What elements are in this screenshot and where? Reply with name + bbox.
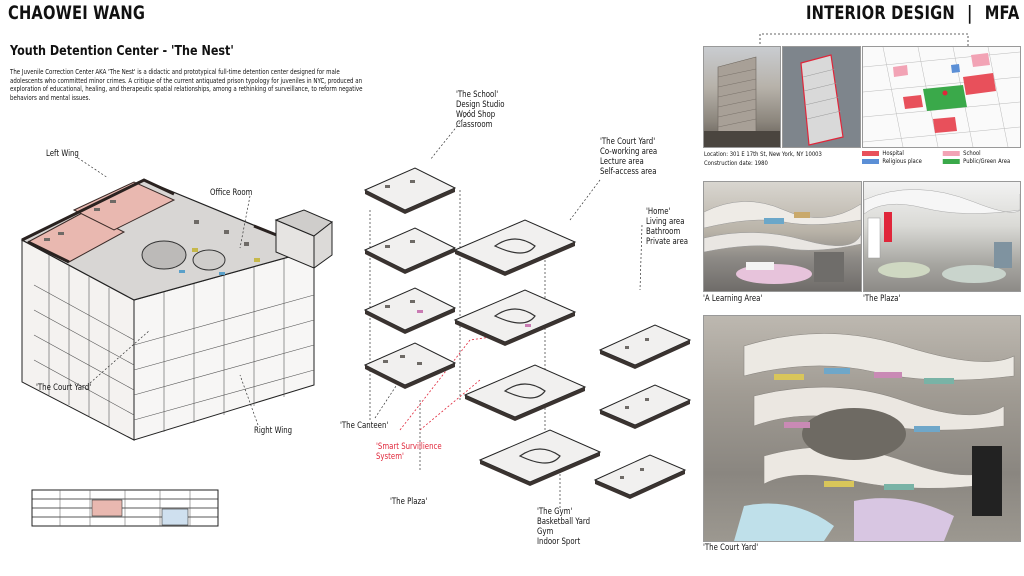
label-court-yard-exploded: 'The Court Yard' Co-working area Lecture… (600, 137, 657, 177)
site-map (862, 46, 1021, 148)
aerial-photo-graphic (783, 47, 860, 147)
gym-item: Gym (537, 527, 554, 537)
site-map-graphic (863, 47, 1020, 147)
plaza-graphic (864, 189, 1020, 283)
legend-item: Religious place (862, 158, 943, 166)
map-legend: Hospital School Religious place Public/G… (862, 150, 1010, 166)
gym-item: Basketball Yard (537, 517, 591, 527)
school-item: Design Studio (456, 100, 505, 110)
label-school: 'The School' Design Studio Wood Shop Cla… (456, 90, 504, 130)
site-connector (759, 33, 969, 48)
label-home: 'Home' Living area Bathroom Private area (646, 207, 688, 247)
court-yard-item: Lecture area (600, 157, 644, 167)
gym-item: Indoor Sport (537, 537, 581, 547)
site-construction-date: Construction date: 1980 (704, 160, 768, 167)
label-court-yard-axon: 'The Court Yard' (36, 383, 92, 393)
program-heading: INTERIOR DESIGN | MFA 2021 (806, 2, 1024, 24)
building-photo-graphic (704, 56, 780, 147)
court-yard-title: 'The Court Yard' (600, 137, 656, 147)
project-description: The Juvenile Correction Center AKA 'The … (10, 68, 363, 102)
caption-learning-area: 'A Learning Area' (703, 294, 763, 304)
label-plaza-exploded: 'The Plaza' (390, 497, 428, 507)
author-name: CHAOWEI WANG (8, 2, 146, 24)
site-photo-aerial (782, 46, 861, 148)
gym-title: 'The Gym' (537, 507, 573, 517)
legend-label: Public/Green Area (963, 158, 1011, 165)
court-yard-item: Co-working area (600, 147, 658, 157)
school-item: Classroom (456, 120, 493, 130)
home-item: Private area (646, 237, 689, 247)
home-item: Living area (646, 217, 685, 227)
school-title: 'The School' (456, 90, 499, 100)
render-plaza (863, 181, 1021, 292)
learning-area-graphic (704, 201, 861, 284)
legend-item: Hospital (862, 150, 943, 158)
caption-court-yard: 'The Court Yard' (703, 543, 759, 553)
render-learning-area (703, 181, 862, 292)
label-left-wing: Left Wing (46, 149, 79, 159)
program-name: INTERIOR DESIGN (806, 2, 955, 24)
legend-label: Hospital (882, 150, 904, 157)
legend-label: Religious place (882, 158, 922, 165)
legend-label: School (963, 150, 981, 157)
hospital-swatch (862, 150, 879, 156)
caption-plaza: 'The Plaza' (863, 294, 901, 304)
legend-item: School (942, 150, 1024, 158)
surveillance-line: 'Smart Survillience (376, 442, 442, 452)
label-right-wing: Right Wing (254, 426, 293, 436)
label-canteen: 'The Canteen' (340, 421, 389, 431)
school-swatch (942, 150, 960, 156)
header-separator: | (966, 2, 973, 24)
site-photo-street (703, 46, 781, 148)
building-section-drawing (31, 489, 219, 527)
render-court-yard (703, 315, 1021, 542)
home-item: Bathroom (646, 227, 681, 237)
home-title: 'Home' (646, 207, 671, 217)
axonometric-building-drawing (20, 178, 333, 441)
school-item: Wood Shop (456, 110, 496, 120)
label-gym: 'The Gym' Basketball Yard Gym Indoor Spo… (537, 507, 590, 547)
religious-swatch (862, 158, 879, 164)
green-swatch (942, 158, 960, 164)
court-yard-item: Self-access area (600, 167, 657, 177)
exploded-axonometric-diagram (363, 167, 692, 499)
legend-item: Public/Green Area (942, 158, 1024, 166)
label-office-room: Office Room (210, 188, 253, 198)
label-smart-surveillance: 'Smart Survillience System' (376, 442, 442, 462)
court-yard-graphic (734, 333, 1015, 541)
degree-year: MFA 2021 (984, 2, 1024, 24)
site-location: Location: 301 E 17th St, New York, NY 10… (704, 151, 822, 158)
project-title: Youth Detention Center - 'The Nest' (10, 44, 234, 59)
surveillance-line: System' (376, 452, 404, 462)
